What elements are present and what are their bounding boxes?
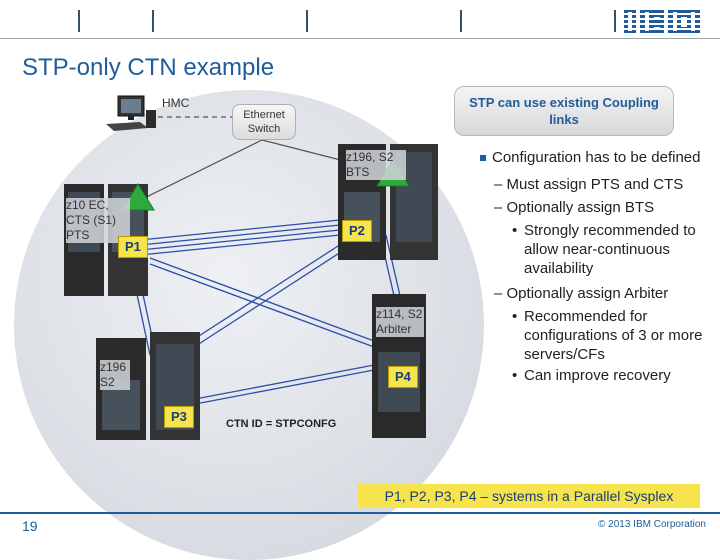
computer-icon xyxy=(106,95,156,131)
bullet-detail-text: Strongly recommended to allow near-conti… xyxy=(524,222,696,277)
link-p3-p4 xyxy=(189,361,391,401)
bullet-detail: •Recommended for configurations of 3 or … xyxy=(512,308,703,363)
system-label-p3: P3 xyxy=(164,406,194,428)
page-number: 19 xyxy=(22,518,38,534)
header-divider xyxy=(614,10,616,32)
bullet-sub-text: Must assign PTS and CTS xyxy=(506,176,684,193)
system-label-p2: P2 xyxy=(342,220,372,242)
link-p1-p2 xyxy=(139,217,361,241)
bullet-detail: •Can improve recovery xyxy=(512,367,671,384)
server-z114-label: z114, S2 Arbiter xyxy=(376,307,424,337)
header-bar xyxy=(0,0,720,40)
bullet-detail: •Strongly recommended to allow near-cont… xyxy=(512,222,696,277)
sysplex-banner: P1, P2, P3, P4 – systems in a Parallel S… xyxy=(358,484,700,508)
copyright: © 2013 IBM Corporation xyxy=(598,519,706,530)
slide-title: STP-only CTN example xyxy=(22,54,275,81)
system-label-p1: P1 xyxy=(118,236,148,258)
bullet-sub-text: Optionally assign BTS xyxy=(506,199,655,216)
ibm-logo xyxy=(624,10,700,33)
header-rule xyxy=(0,38,720,39)
bullet-sub-text: Optionally assign Arbiter xyxy=(506,285,669,302)
server-z196-top-label: z196, S2 BTS xyxy=(346,150,406,180)
hmc-label: HMC xyxy=(162,96,190,110)
bullet-list: Configuration has to be defined – Must a… xyxy=(480,148,710,387)
bullet-detail-text: Can improve recovery xyxy=(524,367,671,384)
bullet-sub: – Optionally assign Arbiter xyxy=(494,285,669,302)
header-divider xyxy=(78,10,80,32)
ethernet-switch: Ethernet Switch xyxy=(232,104,296,140)
link-p3-p2 xyxy=(184,234,356,346)
header-divider xyxy=(460,10,462,32)
link-p1-p4 xyxy=(149,257,386,346)
stp-triangle-icon xyxy=(121,183,155,211)
footer-rule xyxy=(0,512,720,514)
header-divider xyxy=(152,10,154,32)
server-z196-bottom-label: z196 S2 xyxy=(100,360,130,390)
system-label-p4: P4 xyxy=(388,366,418,388)
header-divider xyxy=(306,10,308,32)
server-z196-bottom-icon xyxy=(96,332,200,440)
bullet-sub: – Optionally assign BTS xyxy=(494,199,655,216)
callout-box: STP can use existing Coupling links xyxy=(454,86,674,136)
bullet-detail-text: Recommended for configurations of 3 or m… xyxy=(524,308,703,363)
bullet-main: Configuration has to be defined xyxy=(480,148,710,167)
server-z10-label: z10 EC, CTS (S1) PTS xyxy=(66,198,130,243)
bullet-sub: – Must assign PTS and CTS xyxy=(494,176,684,193)
ctn-id-label: CTN ID = STPCONFG xyxy=(226,418,337,430)
